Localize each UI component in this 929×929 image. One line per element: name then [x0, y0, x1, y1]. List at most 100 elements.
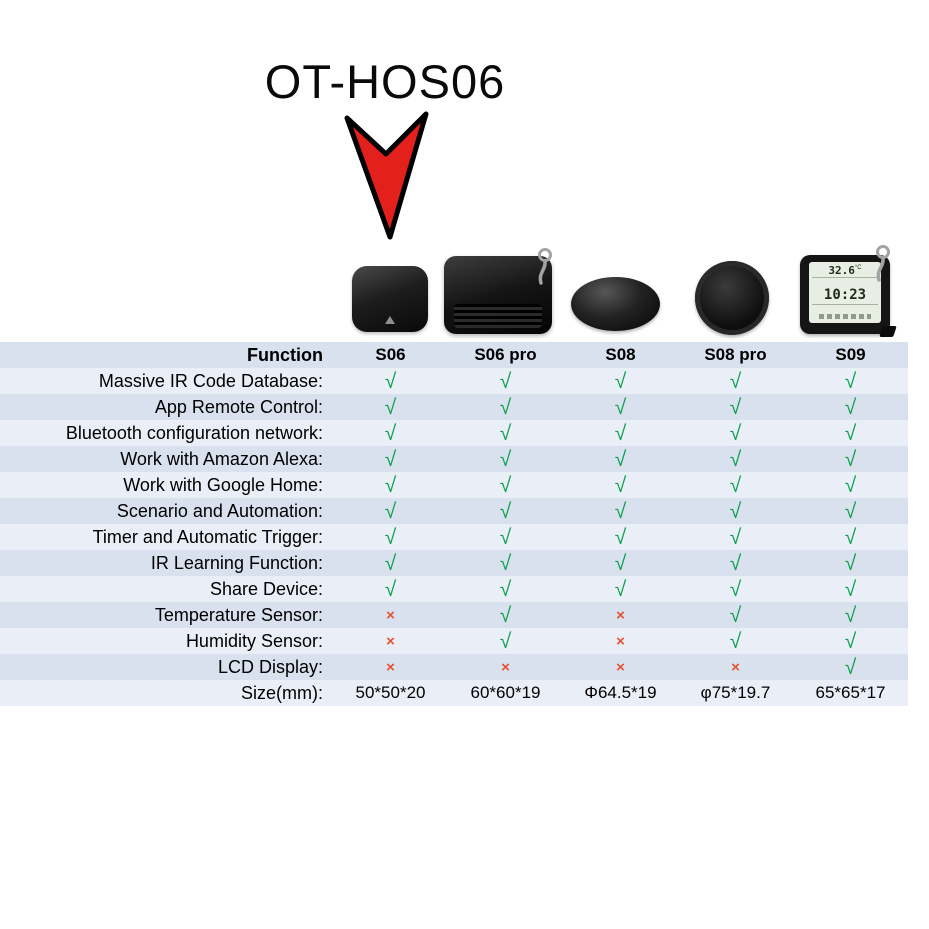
feature-value: 50*50*20	[355, 683, 426, 702]
check-icon: √	[844, 603, 857, 627]
feature-value: √	[563, 394, 678, 420]
feature-value: √	[448, 420, 563, 446]
feature-value: √	[678, 498, 793, 524]
product-image-s09: 32.6°C 10:23	[800, 255, 897, 337]
lcd-temp-unit: °C	[854, 265, 862, 271]
cross-icon: ×	[616, 632, 625, 650]
check-icon: √	[499, 369, 512, 393]
feature-label: Function	[247, 344, 323, 365]
table-row: Temperature Sensor:×√×√√	[0, 602, 908, 628]
cross-icon: ×	[616, 658, 625, 676]
lcd-screen: 32.6°C 10:23	[809, 262, 881, 323]
check-icon: √	[614, 473, 627, 497]
table-row: Humidity Sensor:×√×√√	[0, 628, 908, 654]
table-row: Scenario and Automation:√√√√√	[0, 498, 908, 524]
check-icon: √	[844, 421, 857, 445]
check-icon: √	[499, 499, 512, 523]
feature-value: √	[563, 576, 678, 602]
check-icon: √	[844, 629, 857, 653]
feature-label: Massive IR Code Database:	[98, 370, 323, 391]
feature-value: √	[563, 498, 678, 524]
table-row: Bluetooth configuration network:√√√√√	[0, 420, 908, 446]
check-icon: √	[499, 473, 512, 497]
check-icon: √	[844, 447, 857, 471]
feature-value: √	[563, 472, 678, 498]
feature-value: √	[793, 498, 908, 524]
feature-value: √	[793, 602, 908, 628]
feature-value: √	[448, 446, 563, 472]
table-row: App Remote Control:√√√√√	[0, 394, 908, 420]
product-image-s06-pro	[444, 256, 552, 334]
lcd-temp-value: 32.6	[828, 264, 855, 277]
table-row: Work with Google Home:√√√√√	[0, 472, 908, 498]
check-icon: √	[614, 499, 627, 523]
feature-value: √	[333, 446, 448, 472]
feature-value: 65*65*17	[815, 683, 886, 702]
feature-value: √	[678, 446, 793, 472]
check-icon: √	[384, 447, 397, 471]
feature-value: ×	[333, 602, 448, 628]
feature-value: √	[333, 550, 448, 576]
product-image-s06	[352, 266, 428, 332]
product-image-s08	[571, 277, 660, 331]
check-icon: √	[384, 577, 397, 601]
feature-value: ×	[563, 654, 678, 680]
feature-value: √	[678, 394, 793, 420]
feature-value: √	[793, 628, 908, 654]
feature-label: LCD Display:	[217, 656, 323, 677]
check-icon: √	[844, 499, 857, 523]
cross-icon: ×	[731, 658, 740, 676]
check-icon: √	[499, 447, 512, 471]
check-icon: √	[499, 395, 512, 419]
feature-label: IR Learning Function:	[150, 552, 323, 573]
check-icon: √	[844, 369, 857, 393]
feature-value: √	[678, 524, 793, 550]
feature-value: ×	[563, 602, 678, 628]
check-icon: √	[614, 447, 627, 471]
check-icon: √	[384, 421, 397, 445]
check-icon: √	[729, 473, 742, 497]
check-icon: √	[499, 603, 512, 627]
check-icon: √	[614, 395, 627, 419]
feature-value: √	[678, 576, 793, 602]
check-icon: √	[729, 499, 742, 523]
feature-label: Timer and Automatic Trigger:	[92, 526, 323, 547]
feature-value: √	[448, 628, 563, 654]
check-icon: √	[729, 603, 742, 627]
feature-value: √	[563, 368, 678, 394]
feature-value: √	[793, 420, 908, 446]
check-icon: √	[844, 395, 857, 419]
feature-value: √	[793, 472, 908, 498]
feature-value: 60*60*19	[470, 683, 541, 702]
feature-value: √	[333, 498, 448, 524]
check-icon: √	[384, 551, 397, 575]
check-icon: √	[729, 369, 742, 393]
feature-value: √	[333, 368, 448, 394]
column-header: S08	[605, 345, 636, 364]
feature-value: √	[793, 394, 908, 420]
check-icon: √	[499, 551, 512, 575]
check-icon: √	[499, 629, 512, 653]
table-row: Massive IR Code Database: √ √ √ √ √	[0, 368, 908, 394]
lcd-time-value: 10:23	[812, 288, 878, 305]
feature-value: ×	[448, 654, 563, 680]
check-icon: √	[614, 369, 627, 393]
check-icon: √	[729, 395, 742, 419]
feature-value: ×	[563, 628, 678, 654]
cross-icon: ×	[386, 606, 395, 624]
feature-label: Size(mm):	[241, 682, 323, 703]
check-icon: √	[384, 473, 397, 497]
hanging-hook-icon	[876, 245, 890, 282]
check-icon: √	[384, 525, 397, 549]
check-icon: √	[729, 447, 742, 471]
feature-label: Bluetooth configuration network:	[65, 422, 323, 443]
table-row: LCD Display:××××√	[0, 654, 908, 680]
feature-value: √	[678, 628, 793, 654]
table-row: IR Learning Function:√√√√√	[0, 550, 908, 576]
table-row: Work with Amazon Alexa:√√√√√	[0, 446, 908, 472]
feature-value: √	[333, 524, 448, 550]
